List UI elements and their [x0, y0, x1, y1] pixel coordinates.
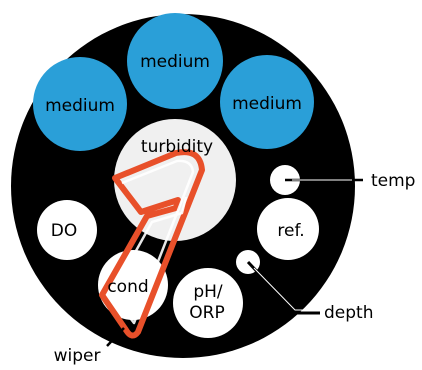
turbidity-label: turbidity [141, 137, 213, 157]
temp-callout-label: temp [371, 171, 415, 191]
medium-top-label: medium [140, 52, 210, 72]
cond-label: cond [107, 277, 148, 297]
ph-orp-label-line1: pH/ [193, 282, 223, 302]
depth-leader-line-inner [253, 267, 312, 311]
wiper-leader-line [106, 327, 125, 347]
do-label: DO [51, 221, 77, 241]
medium-left-label: medium [45, 96, 115, 116]
medium-port-top [127, 13, 223, 109]
ph-orp-label-line2: ORP [189, 303, 224, 323]
depth-leader-line [246, 260, 320, 315]
ref-label: ref. [277, 221, 304, 241]
medium-port-left [33, 57, 127, 151]
medium-port-right [220, 55, 314, 149]
medium-right-label: medium [232, 94, 302, 114]
depth-callout-label: depth [324, 303, 373, 323]
wiper-callout-label: wiper [54, 346, 101, 366]
do-port [37, 200, 97, 260]
wiper-inner-outline [110, 159, 195, 325]
ph-orp-port [173, 268, 243, 338]
wiper-outline [99, 149, 205, 339]
ref-port [257, 198, 319, 260]
